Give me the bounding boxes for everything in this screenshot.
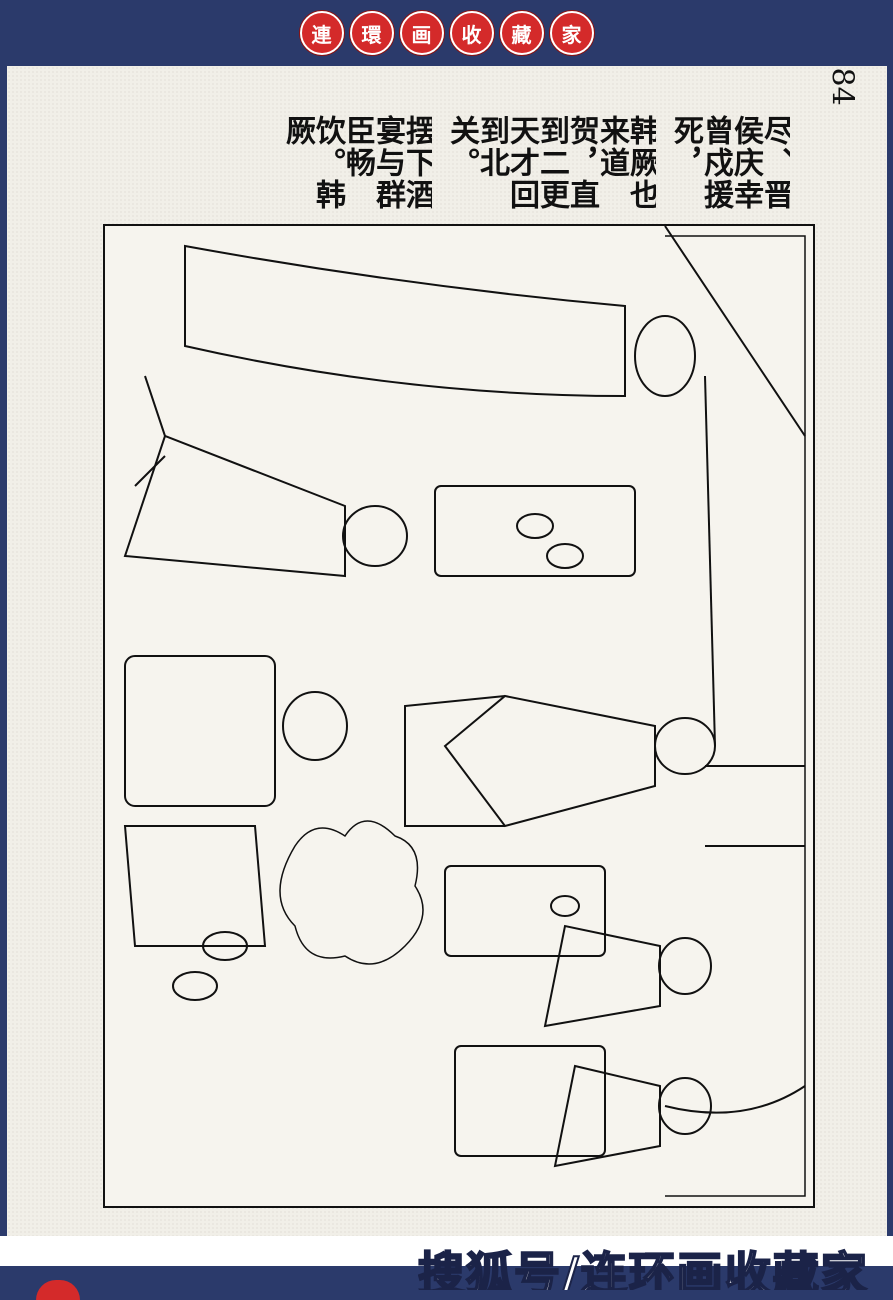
- caption-line-3: 摆下酒宴与群臣畅饮。韩厥: [282, 115, 432, 211]
- bottom-bar: [0, 1266, 893, 1290]
- header-bar: 連 環 画 收 藏 家: [0, 0, 893, 66]
- title-badge-2: 環: [349, 11, 394, 55]
- title-badge-3: 画: [399, 11, 444, 55]
- title-badge-6: 家: [549, 11, 594, 55]
- watermark-text: 搜狐号/连环画收藏家: [418, 1246, 869, 1290]
- caption-text: 尽、晋侯庆幸曾戍援死， 韩厥也来道贺，直到二更天才回到北关。 摆下酒宴与群臣畅饮…: [90, 115, 790, 225]
- title-badge-1: 連: [299, 11, 344, 55]
- page-number: 84: [824, 67, 860, 106]
- title-badge-5: 藏: [499, 11, 544, 55]
- caption-line-2: 韩厥也来道贺，直到二更天才回到北关。: [446, 115, 656, 211]
- banquet-illustration: [103, 224, 815, 1208]
- caption-line-1: 尽、晋侯庆幸曾戍援死，: [670, 115, 790, 211]
- title-badge-4: 收: [449, 11, 494, 55]
- illustration-drawing: [123, 226, 806, 1197]
